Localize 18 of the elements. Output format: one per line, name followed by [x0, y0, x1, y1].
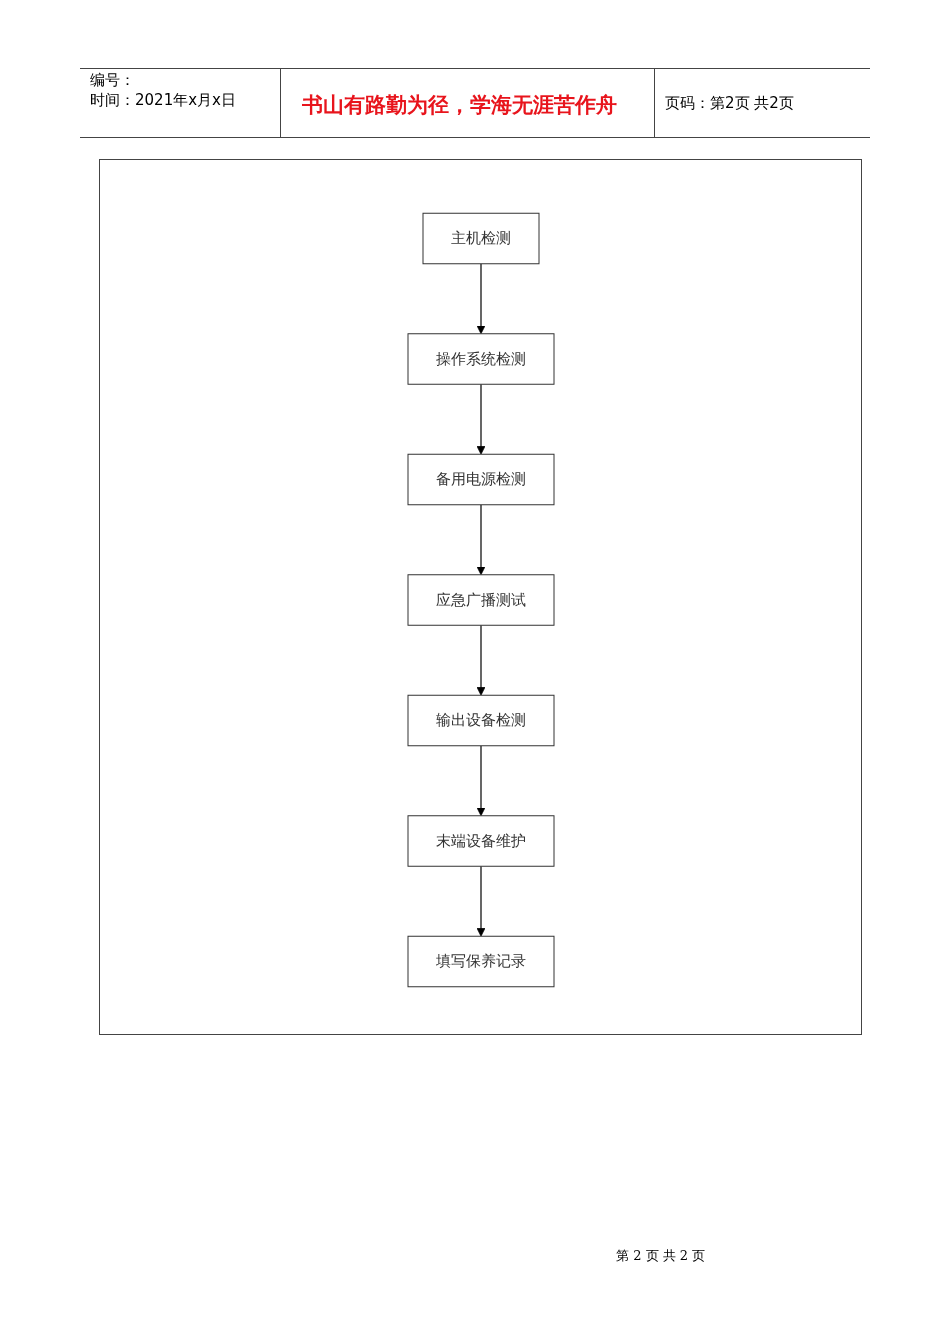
arrow [476, 504, 485, 576]
node-box: 应急广播测试 [407, 574, 554, 626]
arrow [476, 383, 485, 455]
node-box: 主机检测 [422, 212, 539, 265]
arrow [476, 865, 485, 937]
arrow [476, 745, 485, 817]
node-box: 填写保养记录 [407, 935, 554, 988]
page-footer: 第 2 页 共 2 页 [616, 1247, 706, 1265]
arrow [476, 624, 485, 696]
node-box: 输出设备检测 [407, 694, 554, 747]
node-box: 操作系统检测 [407, 333, 554, 385]
header-motto: 书山有路勤为径，学海无涯苦作舟 [302, 92, 617, 119]
node-box: 备用电源检测 [407, 453, 554, 506]
header-text: 编号： [90, 71, 135, 90]
node-box: 末端设备维护 [407, 815, 554, 867]
header-text: 页码：第2页 共2页 [665, 94, 794, 113]
header-text: 时间：2021年x月x日 [90, 91, 236, 110]
arrow [476, 263, 485, 335]
